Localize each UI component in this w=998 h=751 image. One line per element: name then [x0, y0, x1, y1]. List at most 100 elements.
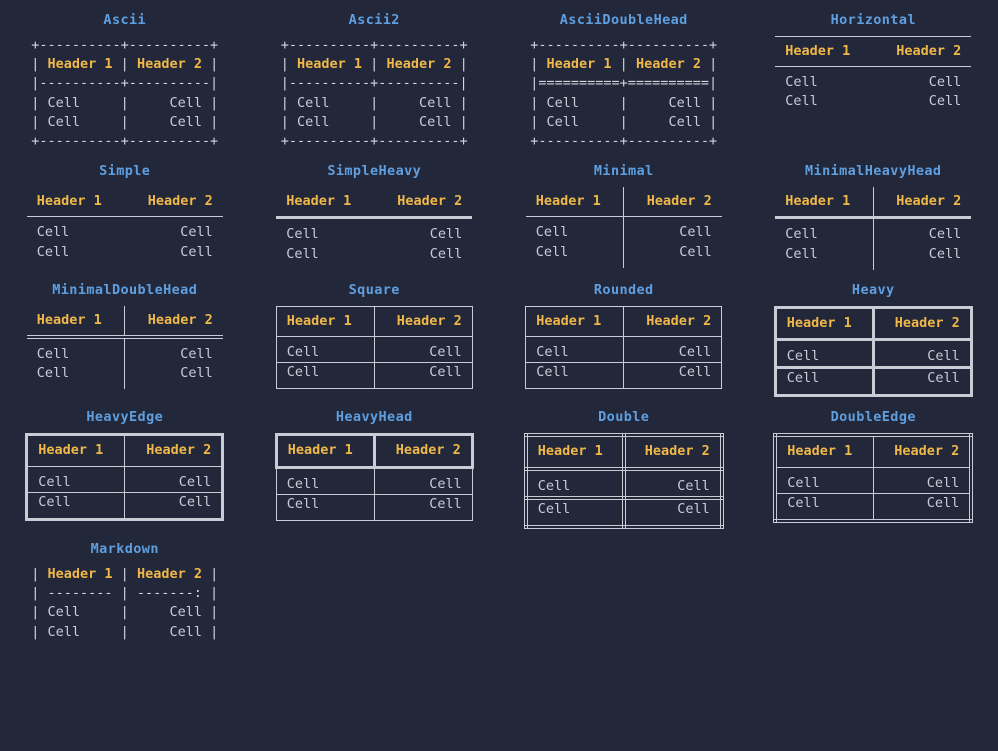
ascii-border: |==========+==========| — [530, 75, 718, 92]
table-header-cell: Header 1 — [785, 43, 851, 59]
table-header-cell: Header 2 — [623, 305, 723, 338]
table-body-cell: Cell — [871, 366, 973, 398]
table-body-cell: Cell — [297, 113, 363, 130]
table-body-cell: Cell — [373, 336, 473, 364]
table-header-cell: Header 1 — [26, 305, 126, 338]
ascii-table: +----------+----------+ | Header 1 | Hea… — [31, 36, 218, 151]
table-body-cell: Cell — [373, 362, 473, 390]
table-body-cell: Cell — [774, 492, 874, 522]
ascii-border: | — [362, 113, 387, 130]
table-header-cell: Header 1 — [274, 433, 376, 469]
ascii-border: | — [31, 56, 48, 73]
table-body-cell: Cell — [635, 94, 701, 111]
ascii-border: |----------+----------| — [31, 75, 219, 92]
table-body-cell: Cell — [546, 113, 612, 130]
table-style-title: SimpleHeavy — [327, 163, 422, 180]
ascii-border: | -------- | -------: | — [31, 585, 219, 602]
table-header-cell: Header 2 — [646, 193, 712, 210]
table-header-cell: Header 2 — [621, 433, 724, 471]
ascii-border: | — [31, 623, 48, 640]
table-body-cell: Cell — [635, 113, 701, 130]
table-body-cell: Cell — [525, 216, 625, 243]
ascii-border: | — [530, 94, 547, 111]
ascii-border: +----------+----------+ — [530, 133, 718, 150]
ascii-border: | — [201, 604, 219, 621]
table-header-cell: Header 1 — [47, 56, 113, 73]
ascii-border: | — [451, 113, 468, 130]
table-body-cell: Cell — [773, 338, 875, 370]
ascii-table: +----------+----------+ | Header 1 | Hea… — [281, 36, 468, 151]
ascii-border: | — [112, 113, 137, 130]
table-header-cell: Header 2 — [124, 434, 224, 467]
table-body-cell: Cell — [297, 94, 363, 111]
ascii-border: | — [611, 56, 636, 73]
table-body-cell: Cell — [136, 94, 202, 111]
table-style-title: DoubleEdge — [830, 409, 916, 426]
table-style-title: MinimalDoubleHead — [52, 281, 198, 298]
ascii-border: |----------+----------| — [280, 75, 468, 92]
ascii-border: | — [31, 113, 48, 130]
table-card: Markdown| Header 1 | Header 2 | | ------… — [0, 529, 250, 642]
table-header-cell: Header 1 — [525, 187, 625, 217]
table-header-cell: Header 1 — [297, 56, 363, 73]
table-card: Ascii2+----------+----------+ | Header 1… — [250, 0, 500, 151]
table-header-cell: Header 1 — [286, 193, 352, 210]
ascii-border: | — [201, 623, 219, 640]
table-body-cell: Cell — [386, 94, 452, 111]
ascii-border: | — [31, 94, 48, 111]
table-style-title: Rounded — [593, 281, 654, 298]
ascii-border: +----------+----------+ — [31, 37, 219, 53]
ascii-border: | — [201, 56, 219, 73]
table-body-cell: Cell — [523, 466, 626, 500]
table-body-cell: Cell — [47, 604, 113, 621]
table-body-cell: Cell — [180, 224, 213, 241]
table-body-cell: Cell — [275, 336, 375, 364]
table-body-cell: Cell — [621, 466, 724, 500]
ascii-border: | — [31, 566, 48, 583]
ascii-border: | — [112, 566, 137, 583]
table-body-cell: Cell — [26, 364, 126, 390]
table-header-cell: Header 1 — [26, 434, 126, 467]
table-header-cell: Header 2 — [147, 193, 213, 210]
table-header-cell: Header 1 — [36, 193, 102, 210]
ascii-border: | — [201, 94, 219, 111]
table-body-cell: Cell — [525, 336, 625, 364]
table-header-cell: Header 2 — [136, 566, 202, 583]
table-body-cell: Cell — [47, 113, 113, 130]
table-header-cell: Header 2 — [896, 43, 962, 59]
table-body-cell: Cell — [928, 74, 962, 91]
table-style-title: HeavyEdge — [86, 409, 164, 426]
table-header-row: Header 1 Header 2 — [525, 187, 722, 217]
table-card: AsciiDoubleHead+----------+----------+ |… — [499, 0, 749, 151]
table-body-cell: Cell — [373, 466, 473, 495]
table-body-cell: Cell — [26, 491, 126, 521]
table-header-cell: Header 2 — [147, 311, 213, 328]
table-style-title: Ascii — [103, 12, 147, 28]
